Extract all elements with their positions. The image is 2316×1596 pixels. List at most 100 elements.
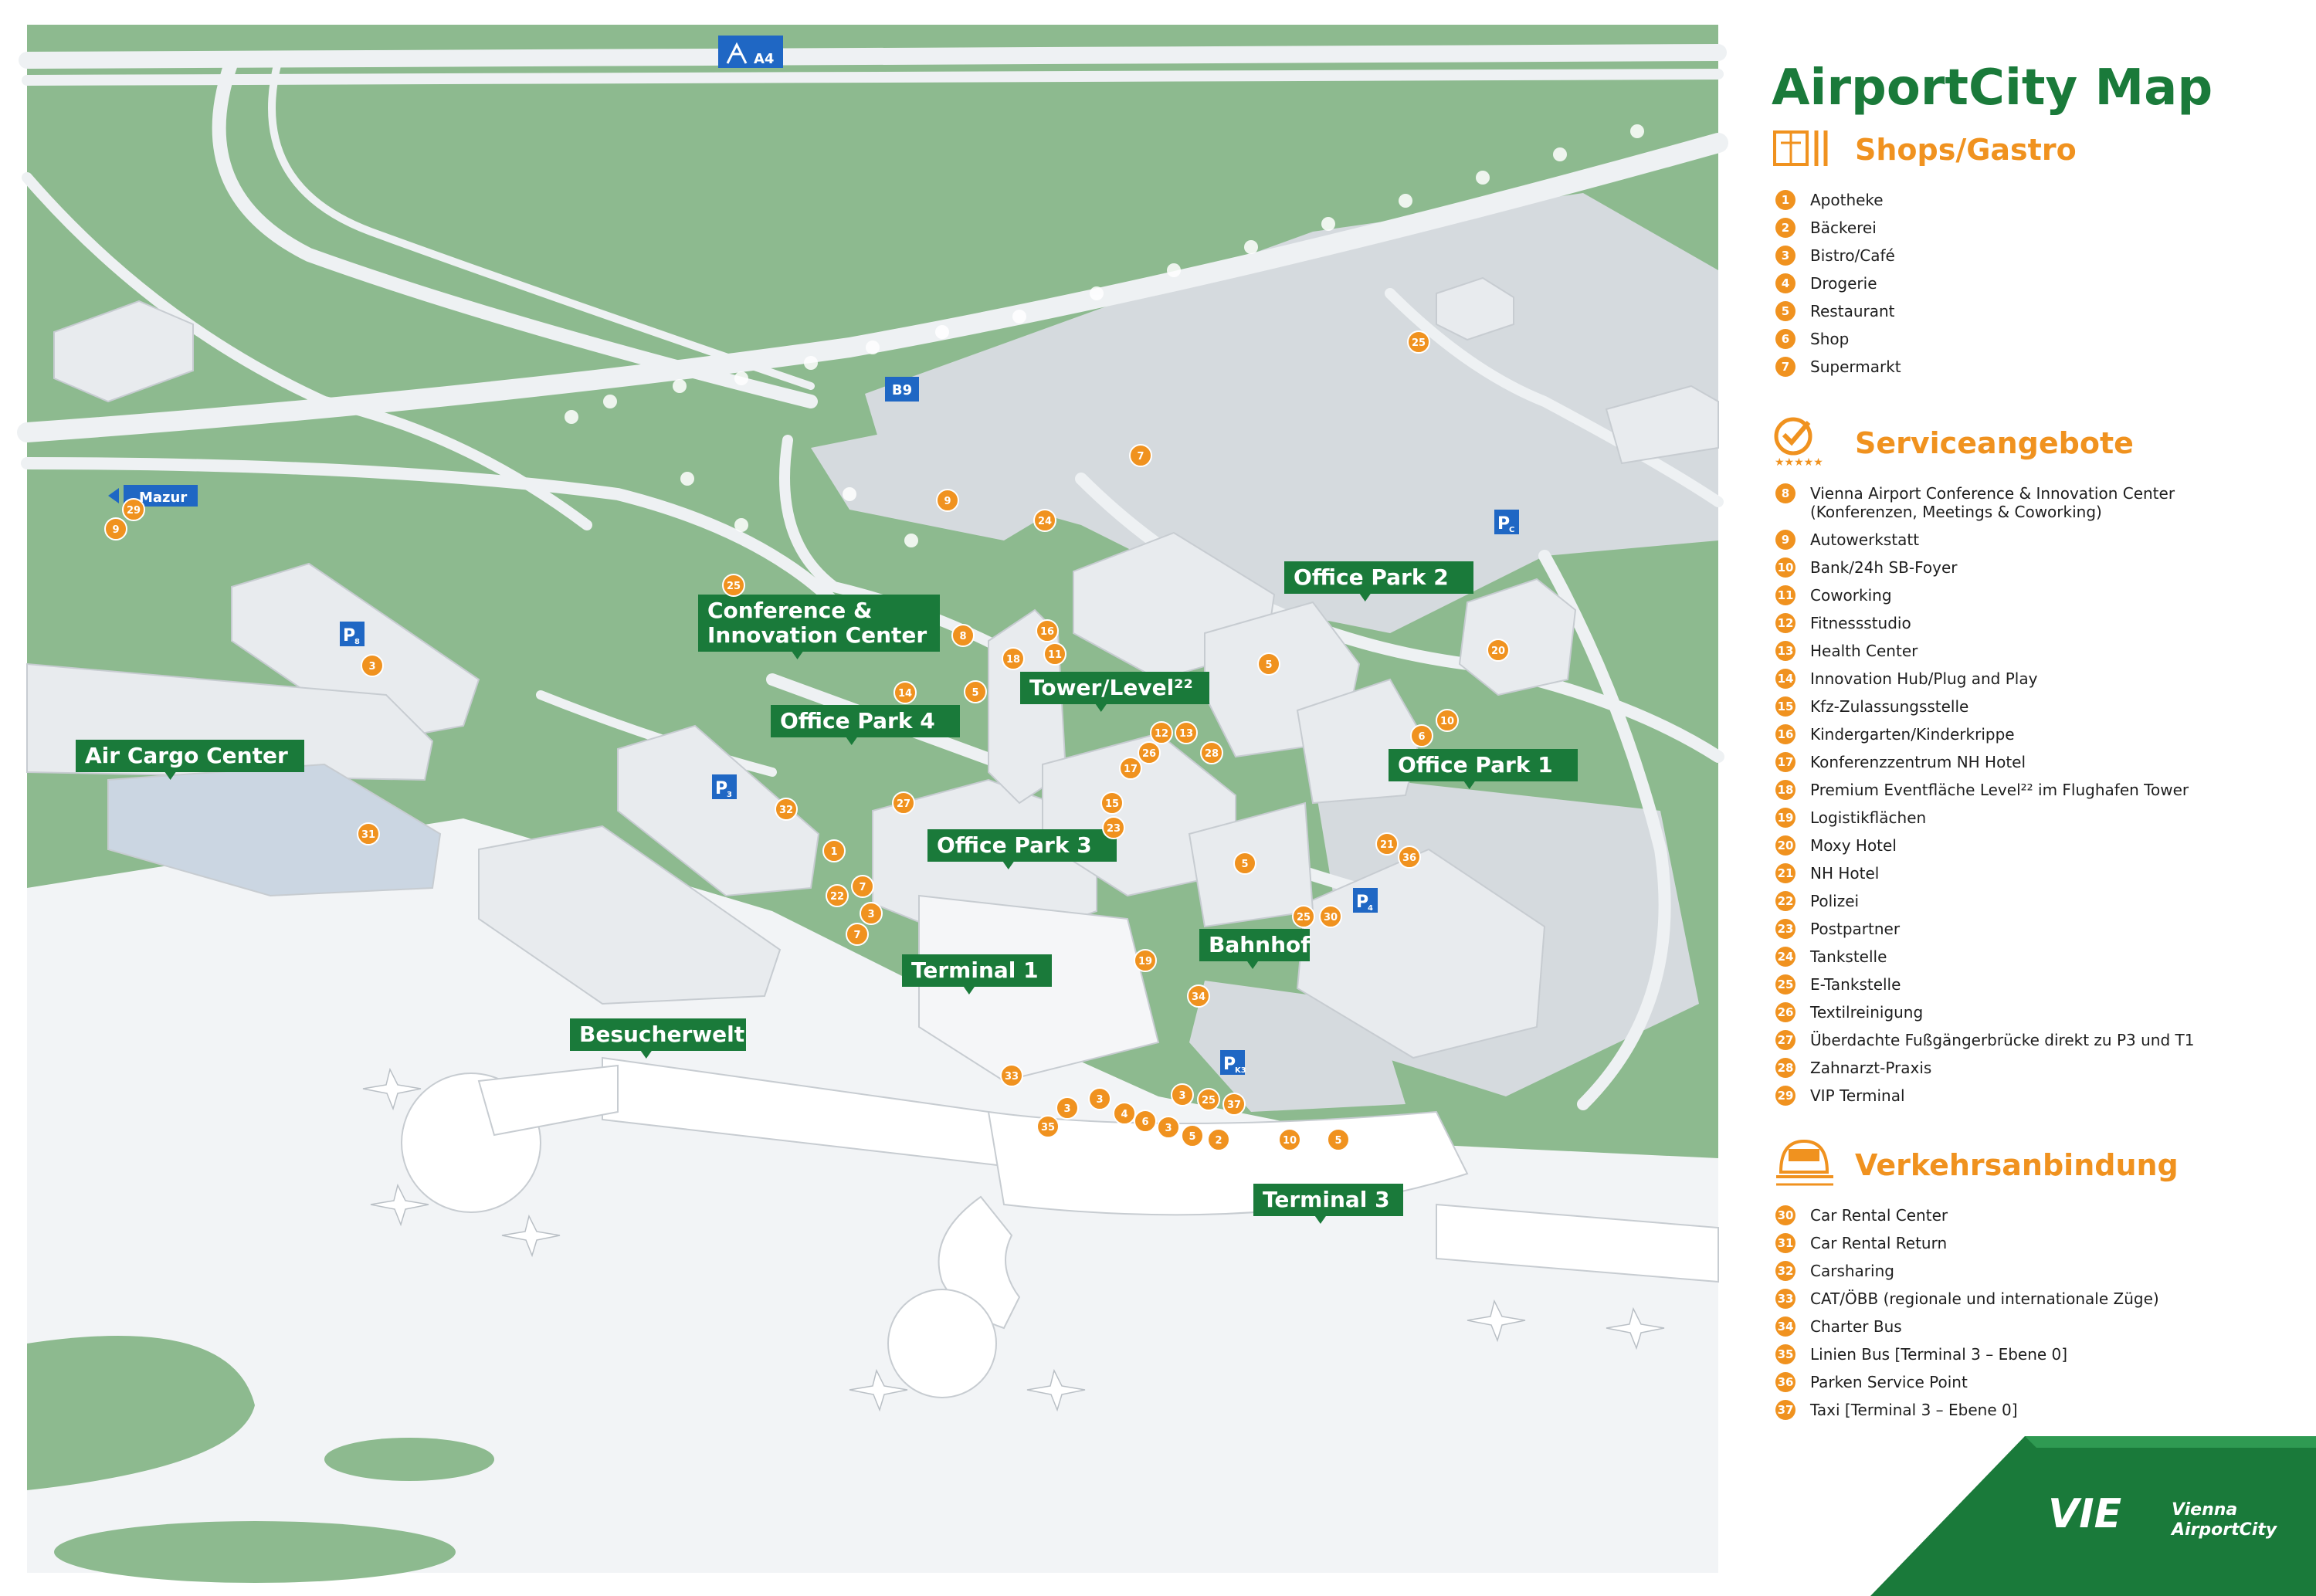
- poi-marker[interactable]: 2: [1207, 1128, 1230, 1151]
- poi-marker-number: 8: [959, 631, 966, 642]
- poi-marker[interactable]: 32: [775, 798, 798, 821]
- poi-marker-number: 19: [1138, 956, 1152, 967]
- poi-marker[interactable]: 26: [1138, 741, 1161, 764]
- legend-number-badge: [1775, 1030, 1795, 1050]
- area-label-text: Office Park 2: [1294, 564, 1449, 590]
- area-label-text: Conference &: [707, 598, 872, 623]
- poi-marker-number: 21: [1380, 839, 1394, 851]
- legend-number-badge: [1775, 1372, 1795, 1392]
- poi-marker[interactable]: 5: [1233, 852, 1256, 875]
- poi-marker[interactable]: 9: [936, 489, 959, 512]
- poi-marker[interactable]: 7: [846, 923, 869, 946]
- train-icon: [1776, 1139, 1833, 1186]
- legend-item-label: Überdachte Fußgängerbrücke direkt zu P3 …: [1810, 1031, 2194, 1049]
- poi-marker[interactable]: 5: [1257, 652, 1280, 676]
- poi-marker[interactable]: 6: [1134, 1110, 1157, 1133]
- poi-marker[interactable]: 7: [1129, 444, 1152, 467]
- poi-marker[interactable]: 13: [1175, 721, 1198, 744]
- poi-marker-number: 5: [1241, 859, 1248, 870]
- poi-marker[interactable]: 5: [1181, 1124, 1204, 1147]
- poi-marker-number: 3: [1178, 1090, 1185, 1102]
- brand-name-line1: Vienna: [2172, 1500, 2237, 1520]
- poi-marker[interactable]: 31: [357, 822, 380, 845]
- poi-marker[interactable]: 20: [1487, 639, 1510, 662]
- poi-marker-number: 7: [1137, 451, 1144, 463]
- poi-marker[interactable]: 9: [104, 517, 127, 540]
- poi-marker[interactable]: 18: [1002, 647, 1025, 670]
- poi-marker[interactable]: 14: [894, 681, 917, 704]
- legend-number-badge: [1775, 1261, 1795, 1281]
- poi-marker[interactable]: 19: [1134, 949, 1157, 972]
- poi-marker[interactable]: 3: [1088, 1087, 1111, 1110]
- poi-marker[interactable]: 12: [1150, 721, 1173, 744]
- legend-number-badge: [1775, 357, 1795, 377]
- poi-marker[interactable]: 3: [1056, 1096, 1079, 1120]
- poi-marker[interactable]: 16: [1036, 619, 1059, 642]
- poi-marker[interactable]: 25: [722, 574, 745, 597]
- poi-marker[interactable]: 36: [1398, 845, 1421, 869]
- poi-marker[interactable]: 10: [1278, 1128, 1301, 1151]
- poi-marker[interactable]: 5: [964, 680, 987, 703]
- poi-marker[interactable]: 11: [1043, 642, 1066, 666]
- poi-marker[interactable]: 25: [1292, 905, 1315, 928]
- svg-text:K3: K3: [1235, 1066, 1246, 1075]
- legend-item-label: Taxi [Terminal 3 – Ebene 0]: [1809, 1401, 2018, 1419]
- legend-item-label: Autowerkstatt: [1810, 530, 1919, 549]
- map-title: AirportCity Map: [1772, 59, 2213, 117]
- poi-marker[interactable]: 27: [892, 791, 915, 815]
- svg-text:P: P: [1223, 1055, 1236, 1074]
- poi-marker[interactable]: 33: [1000, 1064, 1023, 1087]
- legend-item: 27 Überdachte Fußgängerbrücke direkt zu P…: [1775, 1030, 2194, 1050]
- poi-marker[interactable]: 25: [1407, 330, 1430, 354]
- poi-marker-number: 15: [1105, 798, 1119, 810]
- poi-marker[interactable]: 3: [860, 902, 883, 925]
- poi-marker[interactable]: 7: [851, 875, 874, 898]
- poi-marker[interactable]: 8: [951, 624, 975, 647]
- legend-number: 6: [1782, 332, 1789, 346]
- poi-marker[interactable]: 1: [822, 839, 846, 862]
- poi-marker[interactable]: 23: [1102, 816, 1125, 839]
- poi-marker[interactable]: 10: [1436, 709, 1459, 732]
- area-label-text: Office Park 1: [1398, 752, 1553, 778]
- poi-marker[interactable]: 24: [1033, 509, 1056, 532]
- poi-marker[interactable]: 3: [361, 654, 384, 677]
- poi-marker[interactable]: 35: [1036, 1115, 1060, 1138]
- svg-text:C: C: [1509, 526, 1514, 534]
- area-label: Terminal 1: [902, 954, 1052, 995]
- poi-marker[interactable]: 37: [1222, 1093, 1246, 1116]
- poi-marker-number: 1: [830, 846, 837, 858]
- poi-marker-number: 6: [1141, 1117, 1148, 1128]
- poi-marker[interactable]: 28: [1200, 741, 1223, 764]
- legend-item-label: VIP Terminal: [1810, 1086, 1905, 1105]
- poi-marker[interactable]: 17: [1119, 757, 1142, 780]
- poi-marker[interactable]: 29: [122, 498, 145, 521]
- poi-marker[interactable]: 34: [1187, 984, 1210, 1008]
- poi-marker[interactable]: 5: [1327, 1128, 1350, 1151]
- poi-marker[interactable]: 21: [1375, 832, 1399, 856]
- poi-marker[interactable]: 30: [1319, 905, 1342, 928]
- poi-marker-number: 23: [1107, 823, 1121, 835]
- poi-marker[interactable]: 22: [826, 884, 849, 907]
- poi-marker[interactable]: 15: [1100, 791, 1124, 815]
- poi-marker[interactable]: 4: [1113, 1102, 1136, 1125]
- legend-number: 14: [1778, 672, 1794, 686]
- legend-number: 27: [1778, 1033, 1794, 1047]
- legend-number-badge: [1775, 218, 1795, 238]
- poi-marker-number: 7: [859, 882, 866, 893]
- poi-marker-number: 35: [1041, 1122, 1055, 1133]
- poi-marker-number: 28: [1205, 748, 1219, 760]
- legend-number: 4: [1782, 276, 1789, 290]
- poi-marker[interactable]: 3: [1157, 1116, 1180, 1139]
- legend-number-badge: [1775, 1058, 1795, 1078]
- poi-marker[interactable]: 25: [1197, 1088, 1220, 1111]
- poi-marker-number: 5: [1334, 1135, 1341, 1147]
- legend-number: 22: [1778, 894, 1794, 908]
- poi-marker[interactable]: 3: [1171, 1083, 1194, 1106]
- poi-marker-number: 3: [1096, 1094, 1103, 1106]
- legend-item-label: Polizei: [1810, 892, 1859, 910]
- poi-marker[interactable]: 6: [1410, 724, 1433, 747]
